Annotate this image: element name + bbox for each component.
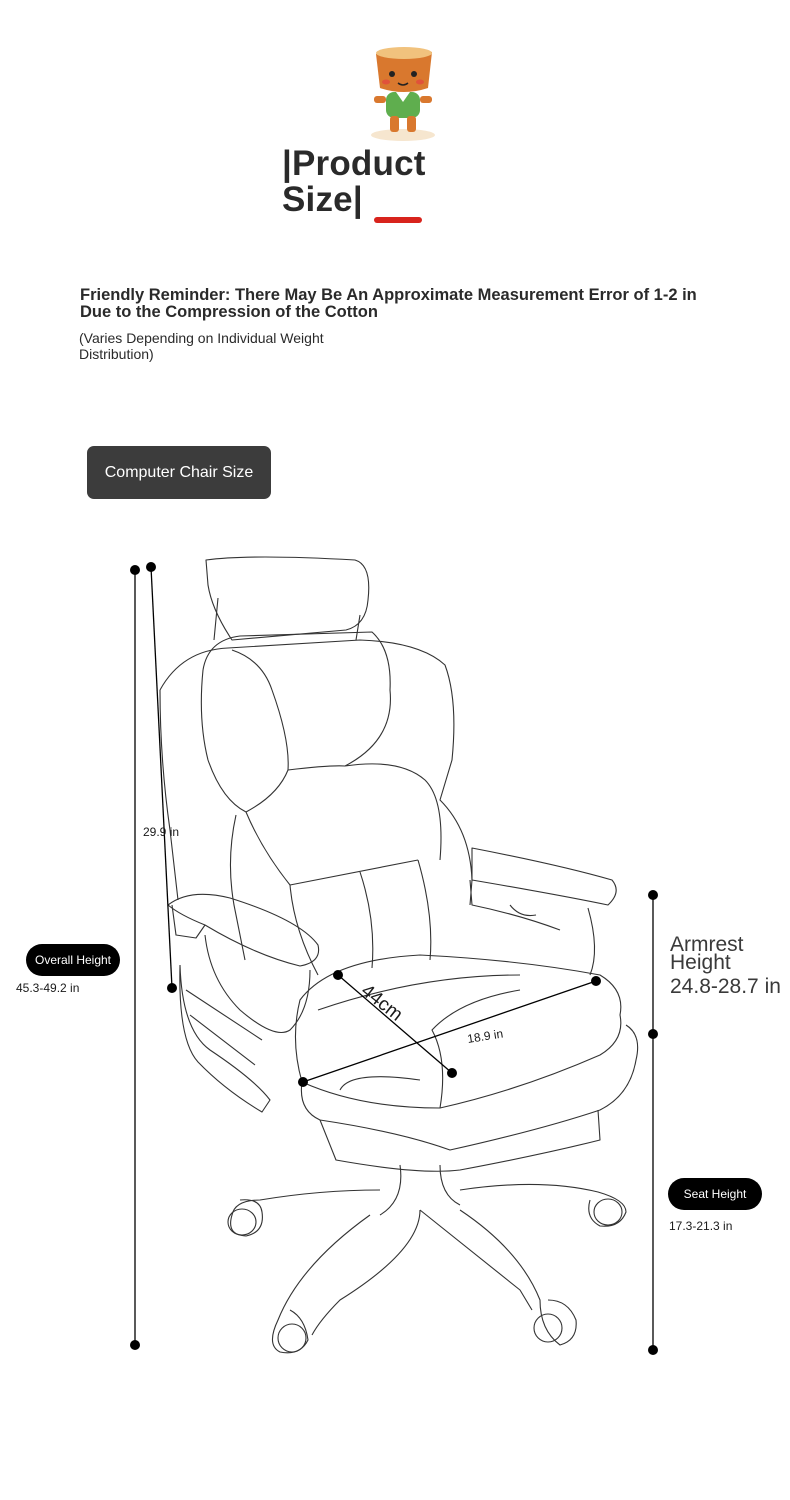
armrest-height-value: 24.8-28.7 in [670,975,781,998]
reminder-note: (Varies Depending on Individual Weight D… [79,330,324,362]
title-line-1: |Product [282,144,426,183]
reminder-text: Friendly Reminder: There May Be An Appro… [80,286,697,321]
computer-chair-size-button[interactable]: Computer Chair Size [87,446,271,499]
seat-width-line [302,980,597,1083]
chair-line-drawing: 44cm 18.9 in [130,556,658,1355]
seat-width-value: 18.9 in [466,1026,504,1045]
seat-height-badge: Seat Height [668,1178,762,1210]
title-line-2: Size| [282,180,363,219]
seat-depth-line [337,974,453,1074]
overall-height-value: 45.3-49.2 in [16,981,80,995]
title-accent-bar [374,217,422,223]
page-title: |Product Size| [282,146,522,218]
armrest-height-label: Armrest Height [670,933,744,974]
mascot-icon [362,44,444,144]
back-height-line [150,566,173,989]
seat-height-value: 17.3-21.3 in [669,1219,733,1233]
overall-height-badge: Overall Height [26,944,120,976]
chair-diagram: 44cm 18.9 in [0,540,790,1380]
back-height-value: 29.9 in [143,825,180,839]
